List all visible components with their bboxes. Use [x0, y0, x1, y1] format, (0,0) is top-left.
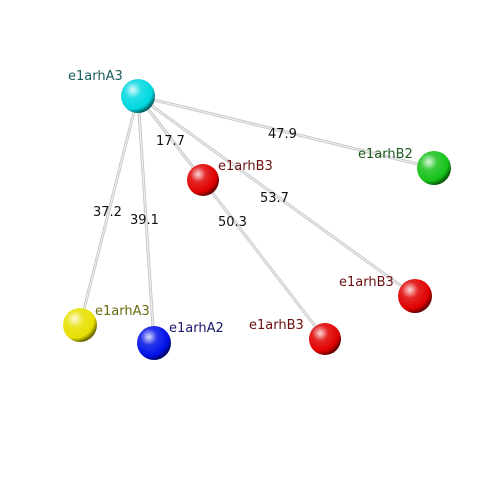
- edge-label-blue: 39.1: [130, 213, 159, 228]
- edge-highlight-red_right: [137, 95, 416, 297]
- node-red-bottom[interactable]: [309, 323, 341, 355]
- node-red-top[interactable]: [187, 164, 219, 196]
- node-label-blue: e1arhA2: [169, 321, 224, 336]
- edge-label-red_top: 17.7: [156, 134, 185, 149]
- node-label-red-bottom: e1arhB3: [249, 318, 304, 333]
- edge-highlight-red_bottom: [137, 95, 326, 340]
- edge-label-red_bottom: 50.3: [218, 215, 247, 230]
- edges-layer: [78, 94, 436, 345]
- node-hub[interactable]: [121, 79, 155, 113]
- edge-label-yellow: 37.2: [93, 205, 122, 220]
- node-label-green: e1arhB2: [358, 147, 413, 162]
- node-labels-layer: e1arhA3 e1arhB2 e1arhB3 e1arhB3 e1arhB3 e1arh…: [68, 69, 413, 336]
- node-green[interactable]: [417, 151, 451, 185]
- node-yellow[interactable]: [63, 308, 97, 342]
- edge-highlight-green: [137, 95, 435, 169]
- node-blue[interactable]: [137, 326, 171, 360]
- edge-label-red_right: 53.7: [260, 191, 289, 206]
- node-label-red-top: e1arhB3: [218, 159, 273, 174]
- node-red-right[interactable]: [398, 279, 432, 313]
- edge-highlight-blue: [137, 95, 155, 344]
- node-label-red-right: e1arhB3: [339, 275, 394, 290]
- node-label-hub: e1arhA3: [68, 69, 123, 84]
- node-label-yellow: e1arhA3: [95, 304, 150, 319]
- nodes-layer: [63, 79, 451, 360]
- edge-highlight-yellow: [79, 95, 139, 326]
- edge-label-green: 47.9: [268, 127, 297, 142]
- edge-labels-layer: 47.9 17.7 53.7 50.3 39.1 37.2: [93, 127, 297, 230]
